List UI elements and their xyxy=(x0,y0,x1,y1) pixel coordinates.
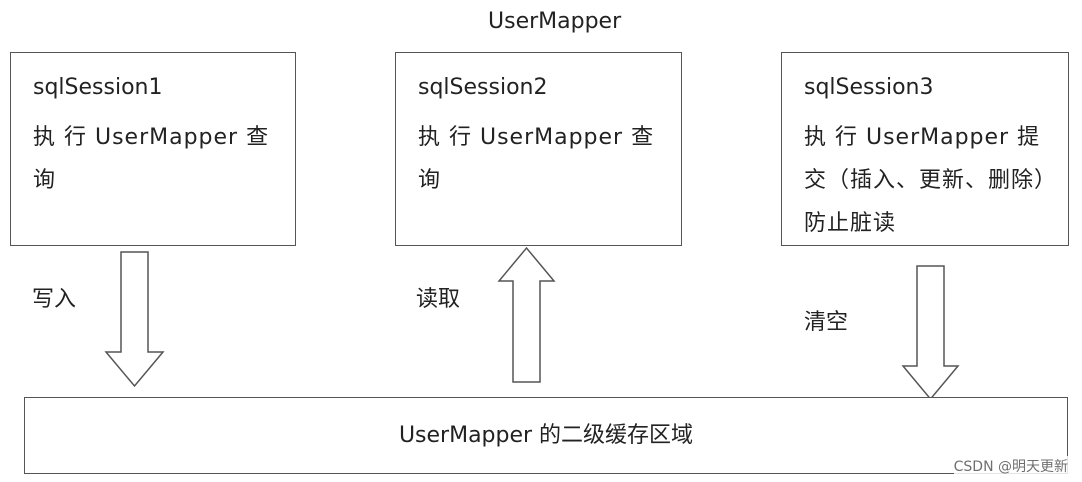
session-desc-2: 执 行 UserMapper 查询 xyxy=(418,125,655,193)
write-label: 写入 xyxy=(32,287,77,312)
second-level-cache-box: UserMapper 的二级缓存区域 xyxy=(24,397,1068,474)
session-box-2: sqlSession2 执 行 UserMapper 查询 xyxy=(395,52,682,246)
read-label: 读取 xyxy=(416,287,461,312)
session-name-2: sqlSession2 xyxy=(418,75,548,100)
write-arrow xyxy=(104,251,165,388)
session-name-1: sqlSession1 xyxy=(33,75,163,100)
session-box-3: sqlSession3 执 行 UserMapper 提交（插入、更新、删除）防… xyxy=(781,52,1069,246)
session-desc-3: 执 行 UserMapper 提交（插入、更新、删除）防止脏读 xyxy=(804,125,1047,236)
watermark: CSDN @明天更新 xyxy=(953,456,1068,476)
cache-label: UserMapper 的二级缓存区域 xyxy=(398,422,694,448)
clear-arrow xyxy=(901,265,960,401)
session-desc-1: 执 行 UserMapper 查询 xyxy=(33,125,270,193)
session-name-3: sqlSession3 xyxy=(804,75,934,100)
read-arrow xyxy=(497,246,556,383)
diagram-title: UserMapper xyxy=(488,9,622,34)
clear-label: 清空 xyxy=(804,310,849,335)
session-box-1: sqlSession1 执 行 UserMapper 查询 xyxy=(10,52,296,246)
